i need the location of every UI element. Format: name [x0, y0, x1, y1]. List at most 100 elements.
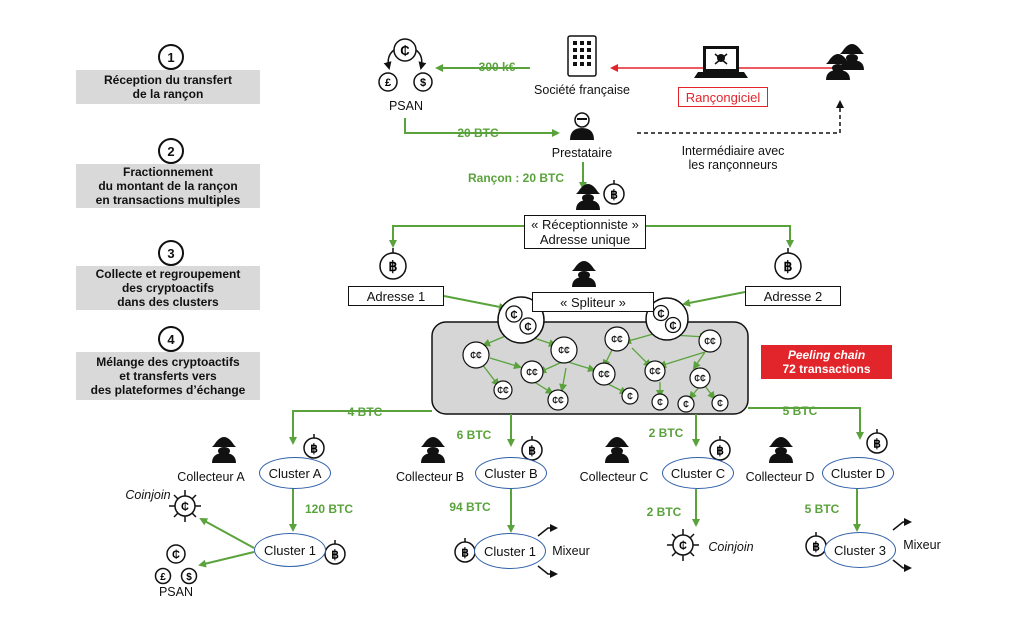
flow-5btc-label: 5 BTC — [782, 404, 818, 418]
svg-text:₵: ₵ — [669, 320, 676, 332]
svg-text:₵: ₵ — [627, 392, 633, 401]
peeling-chain-badge: Peeling chain 72 transactions — [761, 345, 892, 379]
svg-text:$: $ — [420, 77, 426, 89]
laptop-skull-icon — [694, 46, 748, 78]
svg-text:₵: ₵ — [679, 540, 687, 552]
svg-text:₵: ₵ — [172, 549, 180, 561]
step-4-number: 4 — [158, 326, 184, 352]
svg-text:฿: ฿ — [389, 258, 398, 274]
step-1-number: 1 — [158, 44, 184, 70]
svg-text:₵: ₵ — [657, 308, 664, 320]
svg-text:₵: ₵ — [400, 43, 410, 58]
bitcoin-icon — [324, 539, 346, 565]
collecteur-b-label: Collecteur B — [395, 470, 465, 484]
svg-text:₵: ₵ — [717, 399, 723, 408]
bitcoin-icon — [603, 179, 625, 205]
peeling-chain-title: Peeling chain — [787, 348, 866, 362]
cluster-3: Cluster 3 — [824, 532, 896, 568]
svg-text:₵₵: ₵₵ — [598, 370, 610, 379]
svg-text:₵₵: ₵₵ — [470, 351, 482, 360]
spliteur-box: « Spliteur » — [532, 292, 654, 312]
bitcoin-icon — [866, 428, 888, 454]
dollar-icon: $ — [413, 72, 433, 92]
step-1-label: Réception du transfert de la rançon — [76, 70, 260, 104]
mixer-arrows-icon — [537, 518, 912, 578]
hacker-icon — [572, 261, 596, 287]
flow-6btc-label: 6 BTC — [456, 428, 492, 442]
step-4-label: Mélange des cryptoactifs et transferts v… — [76, 352, 260, 400]
bitcoin-icon — [454, 537, 476, 563]
cluster-b: Cluster B — [475, 457, 547, 489]
svg-text:₵₵: ₵₵ — [704, 337, 716, 346]
flow-2btc-label: 2 BTC — [648, 426, 684, 440]
coinjoin-icon — [169, 490, 201, 522]
svg-text:₵₵: ₵₵ — [649, 367, 661, 376]
cluster-c: Cluster C — [662, 457, 734, 489]
flow-94btc-label: 94 BTC — [449, 500, 491, 514]
peeling-chain-count: 72 transactions — [782, 362, 871, 376]
cluster-d: Cluster D — [822, 457, 894, 489]
coinjoin-icon — [667, 529, 699, 561]
crypto-coin-icon — [462, 326, 729, 413]
step-2-number: 2 — [158, 138, 184, 164]
bitcoin-icon — [709, 435, 731, 461]
adresse-2-box: Adresse 2 — [745, 286, 841, 306]
rancongiciel-label: Rançongiciel — [678, 87, 768, 107]
hacker-icon — [826, 44, 864, 80]
svg-text:₵: ₵ — [524, 321, 531, 333]
receptionniste-box: « Réceptionniste » Adresse unique — [524, 215, 646, 249]
svg-text:$: $ — [186, 572, 192, 583]
hacker-icon — [576, 184, 600, 210]
bitcoin-icon — [303, 433, 325, 459]
pound-icon: £ — [378, 72, 398, 92]
collecteur-a-label: Collecteur A — [177, 470, 245, 484]
hacker-icon — [570, 112, 594, 140]
pound-icon: £ — [154, 567, 172, 585]
bitcoin-icon — [805, 531, 827, 557]
societe-label: Société française — [534, 83, 630, 97]
cluster-1-a: Cluster 1 — [254, 533, 326, 567]
step-2-label: Fractionnement du montant de la rançon e… — [76, 164, 260, 208]
psan-top-label: PSAN — [388, 99, 424, 113]
svg-text:₵: ₵ — [181, 501, 189, 513]
flow-120btc-label: 120 BTC — [304, 502, 354, 516]
svg-text:₵₵: ₵₵ — [611, 335, 623, 344]
flow-5btc-b-label: 5 BTC — [804, 502, 840, 516]
collecteur-d-label: Collecteur D — [745, 470, 815, 484]
hacker-icon — [421, 437, 445, 463]
coinjoin-c-label: Coinjoin — [708, 540, 754, 554]
svg-text:₵₵: ₵₵ — [558, 346, 570, 355]
prestataire-label: Prestataire — [551, 146, 613, 160]
bitcoin-icon: ฿ — [379, 248, 407, 280]
crypto-coin-icon: ₵ — [383, 38, 427, 70]
hacker-icon — [212, 437, 236, 463]
coinjoin-a-label: Coinjoin — [125, 488, 171, 502]
svg-text:₵: ₵ — [510, 309, 517, 321]
svg-text:₵₵: ₵₵ — [552, 396, 564, 405]
bitcoin-icon: ฿ — [774, 248, 802, 280]
crypto-coin-icon: ₵ ₵ — [645, 297, 689, 341]
svg-text:₵₵: ₵₵ — [694, 374, 706, 383]
svg-text:£: £ — [385, 77, 391, 89]
crypto-coin-icon: ₵ — [166, 544, 186, 564]
rancon-label: Rançon : 20 BTC — [467, 171, 564, 185]
step-3-number: 3 — [158, 240, 184, 266]
cluster-a: Cluster A — [259, 457, 331, 489]
bitcoin-icon — [521, 435, 543, 461]
hacker-icon — [605, 437, 629, 463]
flow-2btc-b-label: 2 BTC — [646, 505, 682, 519]
svg-text:₵: ₵ — [657, 398, 663, 407]
psan-bottom-label: PSAN — [158, 585, 194, 599]
svg-text:₵: ₵ — [683, 400, 689, 409]
hacker-icon — [769, 437, 793, 463]
cluster-1-b: Cluster 1 — [474, 533, 546, 569]
intermediaire-label: Intermédiaire avec les rançonneurs — [681, 144, 785, 172]
svg-text:₵₵: ₵₵ — [497, 386, 509, 395]
svg-text:₵₵: ₵₵ — [526, 368, 538, 377]
dollar-icon: $ — [180, 567, 198, 585]
flow-20btc-label: 20 BTC — [457, 126, 499, 140]
building-icon — [567, 35, 597, 77]
svg-text:£: £ — [160, 572, 166, 583]
flow-4btc-label: 4 BTC — [347, 405, 383, 419]
